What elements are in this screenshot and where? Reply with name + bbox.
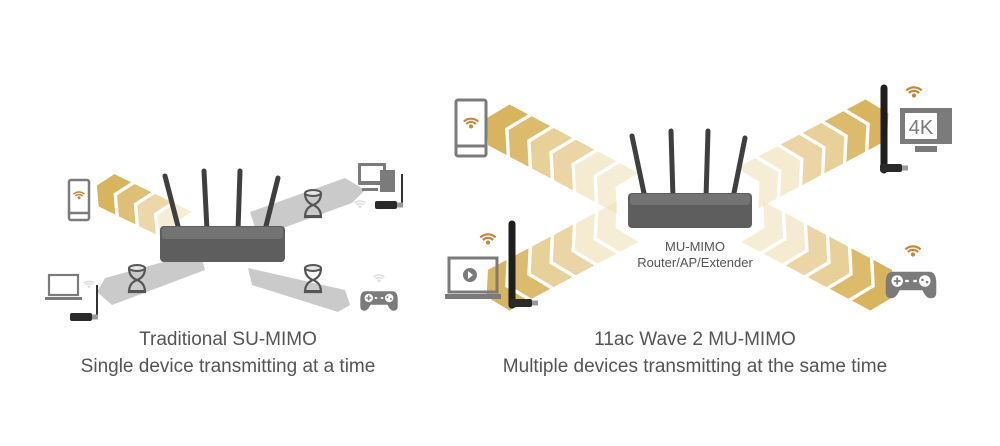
mu-mimo-description: Multiple devices transmitting at the sam… bbox=[502, 356, 888, 377]
idle-band-bottom-right bbox=[248, 268, 350, 312]
4k-display-icon: 4K bbox=[880, 84, 952, 174]
beam-chevron bbox=[846, 99, 889, 150]
beam-chevron bbox=[780, 134, 823, 186]
beam-chevron bbox=[486, 104, 529, 155]
beam-chevron bbox=[117, 183, 152, 225]
beam-to-game-controller bbox=[741, 201, 894, 311]
idle-band-bottom-left bbox=[97, 252, 205, 305]
beam-chevron bbox=[829, 248, 872, 299]
beam-to-4k-display bbox=[736, 99, 889, 209]
smartphone-icon bbox=[67, 178, 91, 222]
beam-chevron bbox=[508, 116, 551, 167]
beam-chevron bbox=[508, 248, 551, 299]
su-mimo-panel bbox=[45, 163, 403, 321]
router-icon bbox=[628, 128, 752, 228]
beam-chevron bbox=[824, 111, 867, 162]
wifi-icon bbox=[372, 274, 386, 283]
mu-mimo-title: 11ac Wave 2 MU-MIMO bbox=[594, 329, 796, 350]
wifi-icon bbox=[83, 280, 95, 289]
wifi-icon bbox=[462, 117, 480, 130]
beam-chevron bbox=[552, 224, 595, 276]
beam-chevron bbox=[851, 260, 894, 311]
beam-chevron bbox=[96, 174, 132, 215]
game-controller-icon bbox=[884, 245, 938, 300]
su-mimo-description: Single device transmitting at a time bbox=[80, 356, 376, 377]
beam-chevron bbox=[552, 139, 595, 191]
beam-chevron bbox=[574, 151, 617, 202]
wifi-icon bbox=[479, 233, 497, 246]
beam-chevron bbox=[758, 146, 801, 197]
4k-label: 4K bbox=[909, 117, 934, 139]
beam-chevron bbox=[736, 158, 779, 209]
beam-chevron bbox=[530, 236, 573, 288]
beam-chevron bbox=[137, 193, 172, 235]
beam-chevron bbox=[530, 127, 573, 179]
beam-chevron bbox=[802, 122, 845, 174]
beam-chevron bbox=[807, 236, 850, 288]
beam-chevron bbox=[741, 201, 784, 252]
router-label-line2: Router/AP/Extender bbox=[637, 255, 753, 270]
desktop-computer-icon bbox=[353, 163, 403, 209]
su-mimo-caption: Traditional SU-MIMO Single device transm… bbox=[40, 326, 416, 380]
mu-mimo-panel: 4K bbox=[445, 84, 952, 311]
smartphone-icon bbox=[454, 98, 488, 158]
mu-mimo-caption: 11ac Wave 2 MU-MIMO Multiple devices tra… bbox=[460, 326, 930, 380]
beam-chevron bbox=[785, 224, 828, 276]
wifi-icon bbox=[904, 245, 922, 258]
wifi-icon bbox=[353, 200, 367, 209]
router-label-line1: MU-MIMO bbox=[665, 239, 725, 254]
game-controller-icon bbox=[359, 274, 399, 312]
beam-chevron bbox=[596, 201, 639, 252]
active-beam-to-phone bbox=[96, 174, 192, 245]
wifi-icon bbox=[905, 86, 923, 99]
beam-chevron bbox=[574, 213, 617, 264]
beam-chevron bbox=[596, 163, 639, 214]
router-icon bbox=[160, 168, 285, 262]
beam-to-phone bbox=[486, 104, 639, 214]
beam-chevron bbox=[763, 213, 806, 264]
laptop-icon bbox=[45, 273, 98, 321]
wifi-icon bbox=[72, 191, 86, 200]
laptop-video-icon bbox=[445, 220, 538, 309]
su-mimo-title: Traditional SU-MIMO bbox=[139, 329, 317, 350]
